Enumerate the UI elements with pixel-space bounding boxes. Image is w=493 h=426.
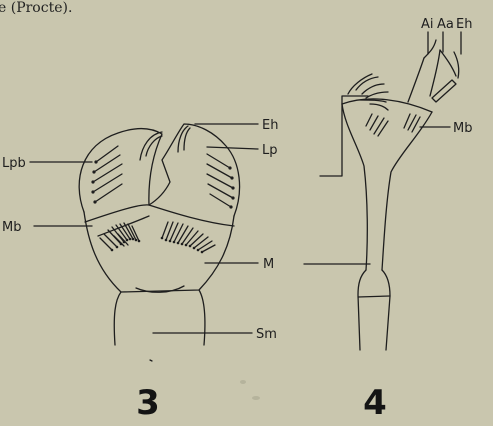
fig4-stalk-joint: [358, 296, 390, 297]
fig4-outline-left: [342, 104, 367, 270]
fig3-inner-line: [98, 216, 149, 236]
fig4-label-aa: Aa: [437, 17, 454, 32]
fig4-outline-right: [382, 112, 432, 270]
fig4-appendage-body: [430, 50, 440, 96]
fig3-hook-right-inner: [184, 128, 190, 150]
fig3-left-setae: [91, 146, 122, 204]
figure-3-number: 3: [136, 383, 160, 423]
fig4-label-ai: Ai: [421, 17, 434, 32]
fig3-label-eh: Eh: [262, 118, 278, 133]
fig3-left-lobe: [79, 129, 162, 212]
fig3-comb-right: [161, 222, 215, 253]
fig4-hook-1: [348, 74, 372, 94]
fig3-mentum-outline: [84, 212, 234, 292]
fig3-label-lpb: Lpb: [2, 156, 26, 171]
fig3-hook-left: [140, 132, 162, 160]
fig3-right-lobe: [149, 124, 240, 216]
fig3-label-lp: Lp: [262, 143, 278, 158]
fig4-comb-mb: [366, 114, 420, 136]
plate-smudge: [252, 396, 260, 400]
plate-smudge: [240, 380, 246, 384]
fig3-stalk-left: [114, 292, 121, 345]
fig3-transverse-line: [85, 205, 234, 226]
fig4-appendage-aa: [440, 50, 456, 76]
fig3-stalk-mark: [150, 360, 152, 361]
fig3-leader-lp: [207, 147, 258, 149]
figure-4-drawing: [304, 32, 461, 350]
fig4-appendage-dark: [432, 80, 456, 102]
fig4-leader-hook: [320, 96, 368, 176]
figure-3-drawing: [30, 124, 258, 361]
fig4-label-mb: Mb: [453, 121, 472, 136]
fig3-label-m: M: [263, 257, 274, 272]
fig4-appendage-stem: [408, 58, 424, 102]
figure-4-number: 4: [363, 383, 387, 423]
fig4-label-eh: Eh: [456, 17, 472, 32]
caption-fragment: e (Procte).: [0, 0, 72, 16]
fig3-right-setae: [207, 154, 235, 209]
fig4-top-edge: [342, 99, 432, 112]
fig4-stalk-left: [358, 270, 366, 350]
fig3-label-mb: Mb: [2, 220, 21, 235]
fig4-stalk-right: [382, 270, 390, 350]
fig3-stalk-right: [199, 290, 205, 345]
fig3-label-sm: Sm: [256, 327, 277, 342]
fig4-appendage-ai: [424, 40, 436, 58]
